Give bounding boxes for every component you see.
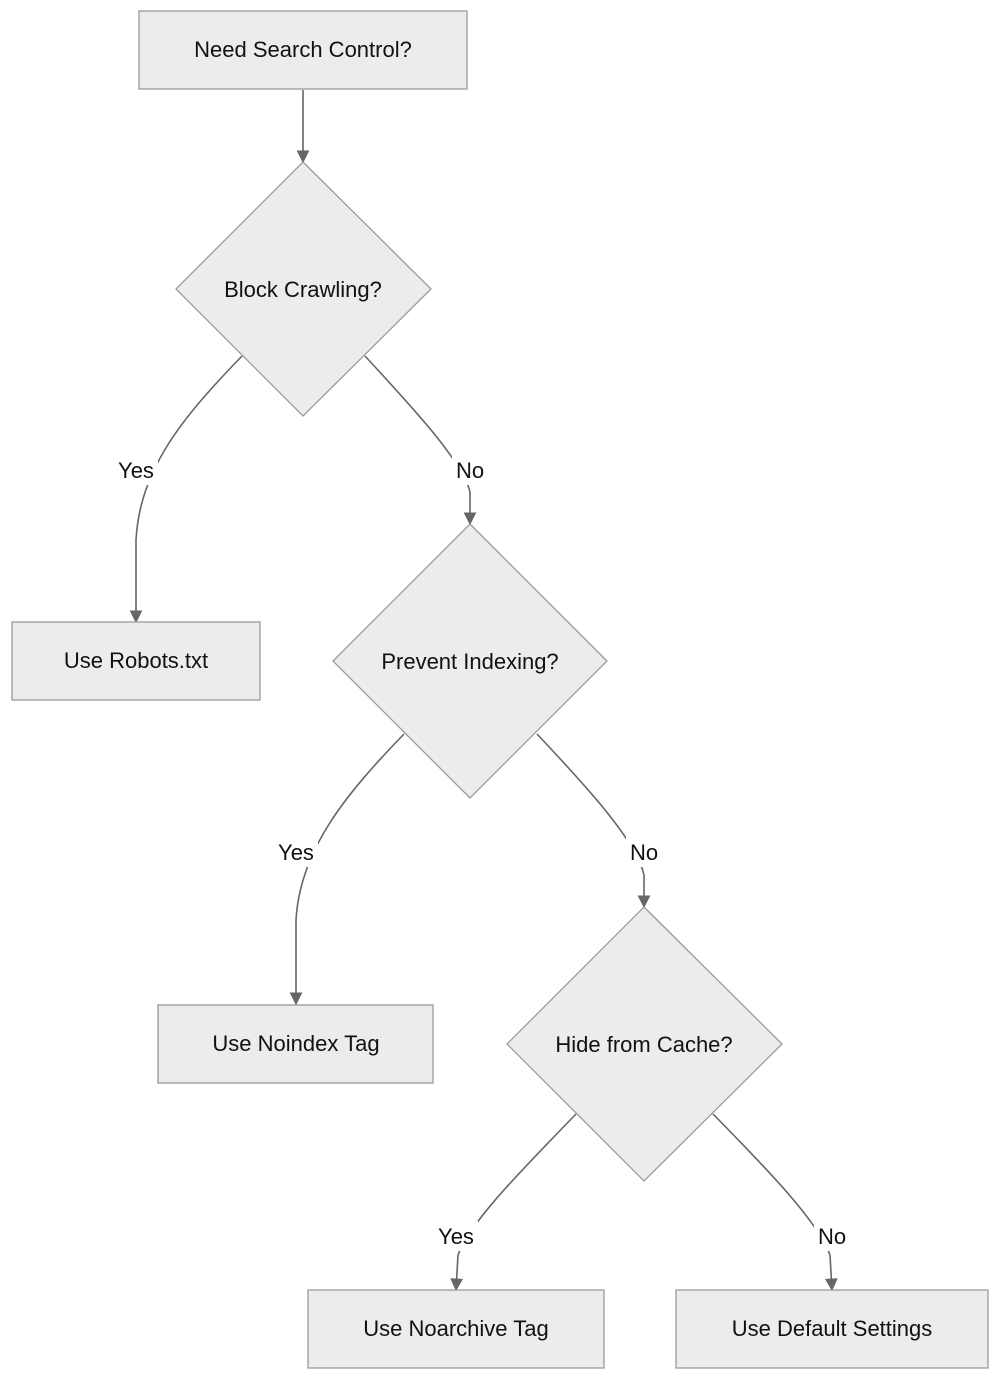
- svg-text:No: No: [818, 1224, 846, 1249]
- svg-text:Block Crawling?: Block Crawling?: [224, 277, 382, 302]
- svg-text:Yes: Yes: [278, 840, 314, 865]
- decision-hide-from-cache: Hide from Cache?: [506, 906, 783, 1182]
- svg-text:Need Search Control?: Need Search Control?: [194, 37, 412, 62]
- svg-text:Yes: Yes: [118, 458, 154, 483]
- edge-label-crawl-no: No: [452, 455, 488, 485]
- svg-text:Use Noarchive Tag: Use Noarchive Tag: [363, 1316, 548, 1341]
- node-use-noarchive-tag: Use Noarchive Tag: [307, 1289, 605, 1369]
- node-use-default-settings: Use Default Settings: [675, 1289, 989, 1369]
- edge-label-cache-yes: Yes: [434, 1221, 478, 1251]
- svg-text:Use Default Settings: Use Default Settings: [732, 1316, 933, 1341]
- decision-prevent-indexing: Prevent Indexing?: [332, 523, 608, 799]
- svg-text:No: No: [630, 840, 658, 865]
- decision-block-crawling: Block Crawling?: [175, 161, 432, 417]
- node-use-noindex-tag: Use Noindex Tag: [157, 1004, 434, 1084]
- svg-text:Hide from Cache?: Hide from Cache?: [555, 1032, 732, 1057]
- svg-text:Use Noindex Tag: Use Noindex Tag: [212, 1031, 379, 1056]
- svg-text:Prevent Indexing?: Prevent Indexing?: [381, 649, 558, 674]
- edge-label-crawl-yes: Yes: [114, 455, 158, 485]
- node-use-robots-txt: Use Robots.txt: [11, 621, 261, 701]
- edge-cache-yes: [450, 1113, 577, 1292]
- node-need-search-control: Need Search Control?: [138, 10, 468, 90]
- edge-crawl-yes: [129, 355, 243, 624]
- svg-text:Use Robots.txt: Use Robots.txt: [64, 648, 208, 673]
- svg-text:No: No: [456, 458, 484, 483]
- edge-crawl-no: [364, 355, 477, 526]
- edge-label-cache-no: No: [814, 1221, 850, 1251]
- edge-label-index-no: No: [626, 837, 662, 867]
- edge-cache-no: [712, 1113, 838, 1292]
- svg-text:Yes: Yes: [438, 1224, 474, 1249]
- edge-label-index-yes: Yes: [274, 837, 318, 867]
- edge-index-no: [536, 733, 651, 909]
- edge-index-yes: [289, 733, 405, 1006]
